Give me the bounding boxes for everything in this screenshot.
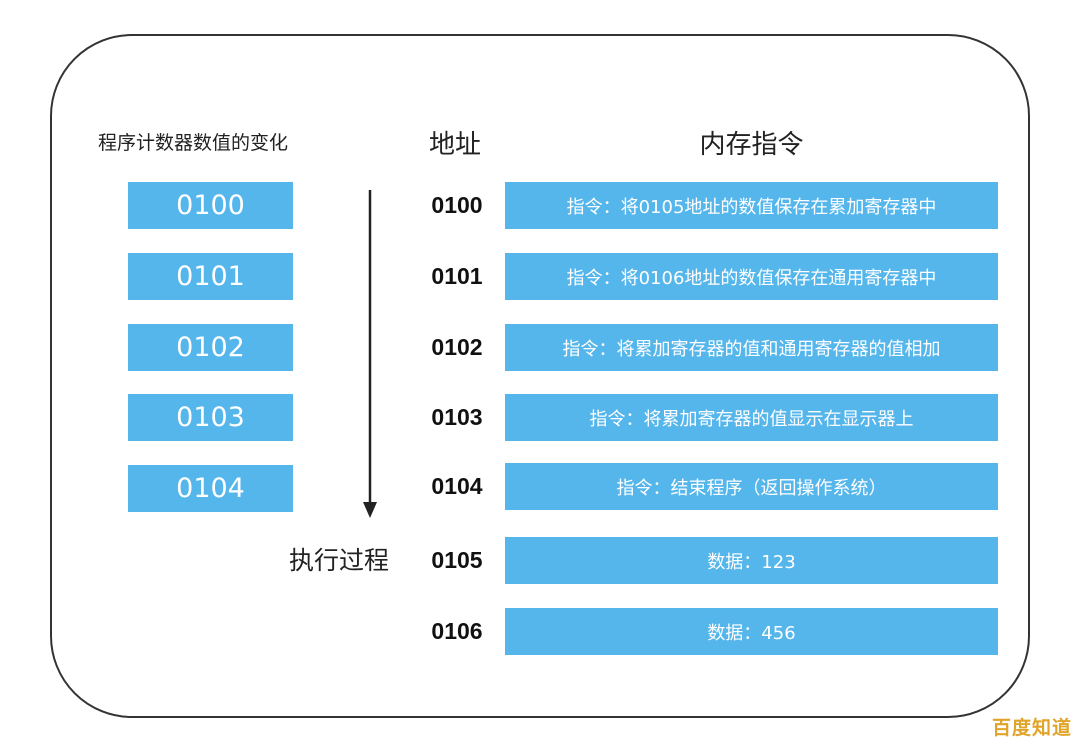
execution-process-label: 执行过程 (289, 546, 390, 575)
memory-address: 0104 (431, 473, 483, 499)
pc-value-box: 0102 (128, 324, 293, 371)
memory-address: 0101 (431, 263, 483, 289)
pc-value-box: 0100 (128, 182, 293, 229)
memory-instruction-box: 指令：将0105地址的数值保存在累加寄存器中 (505, 182, 998, 229)
pc-value-box: 0101 (128, 253, 293, 300)
execution-arrow-icon (363, 190, 377, 518)
watermark-logo: 百度知道 (991, 717, 1072, 739)
memory-data-box: 数据：123 (505, 537, 998, 584)
diagram-frame (50, 34, 1030, 718)
address-heading: 地址 (429, 130, 482, 160)
memory-address: 0103 (431, 404, 483, 430)
memory-instruction-box: 指令：结束程序（返回操作系统） (505, 463, 998, 510)
memory-instruction-box: 指令：将累加寄存器的值显示在显示器上 (505, 394, 998, 441)
program-counter-heading: 程序计数器数值的变化 (98, 132, 289, 154)
memory-heading: 内存指令 (699, 130, 804, 160)
memory-instruction-box: 指令：将0106地址的数值保存在通用寄存器中 (505, 253, 998, 300)
pc-value-box: 0103 (128, 394, 293, 441)
memory-address: 0106 (431, 618, 483, 644)
memory-address: 0100 (431, 192, 483, 218)
memory-instruction-box: 指令：将累加寄存器的值和通用寄存器的值相加 (505, 324, 998, 371)
memory-address: 0102 (431, 334, 483, 360)
memory-data-box: 数据：456 (505, 608, 998, 655)
pc-value-box: 0104 (128, 465, 293, 512)
memory-address: 0105 (431, 547, 483, 573)
